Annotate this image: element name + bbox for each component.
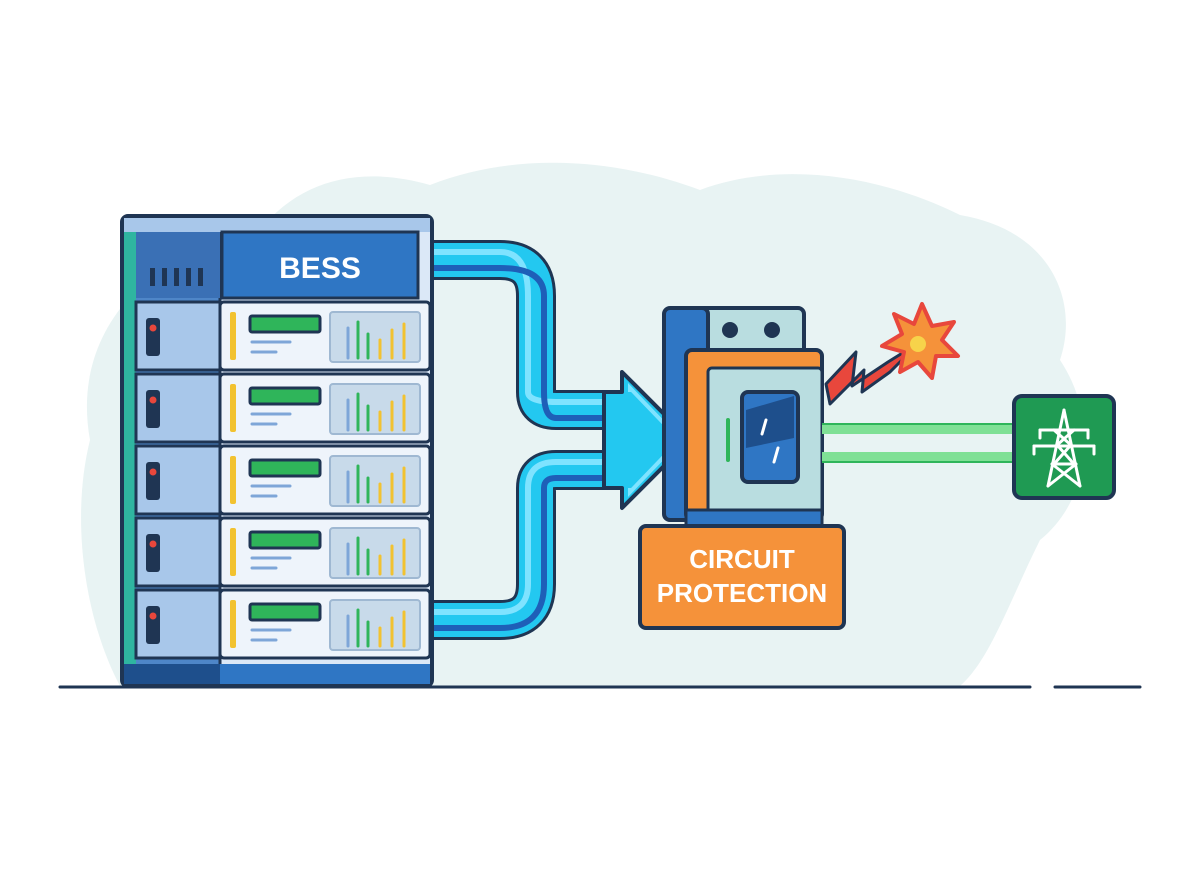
vent-slots bbox=[150, 268, 203, 286]
module-indicator bbox=[146, 390, 160, 428]
grid-connection-lines bbox=[822, 423, 1018, 463]
module-indicator bbox=[146, 534, 160, 572]
status-led bbox=[149, 612, 157, 620]
status-led bbox=[149, 468, 157, 476]
circuit-protection-line1: CIRCUIT bbox=[689, 544, 795, 574]
bess-rack: BESS bbox=[120, 214, 434, 688]
battery-module bbox=[134, 588, 432, 660]
energy-flow-pipes bbox=[430, 240, 692, 640]
battery-module bbox=[134, 300, 432, 372]
circuit-protection-label: CIRCUIT PROTECTION bbox=[638, 524, 846, 630]
module-indicator bbox=[146, 318, 160, 356]
module-indicator bbox=[146, 462, 160, 500]
transmission-tower-icon bbox=[1012, 394, 1116, 500]
bess-label: BESS bbox=[279, 252, 361, 285]
battery-module bbox=[134, 372, 432, 444]
battery-module bbox=[134, 444, 432, 516]
status-led bbox=[149, 540, 157, 548]
status-led bbox=[149, 324, 157, 332]
status-led bbox=[149, 396, 157, 404]
circuit-breaker bbox=[662, 306, 824, 528]
circuit-protection-line2: PROTECTION bbox=[657, 578, 827, 608]
battery-module bbox=[134, 516, 432, 588]
module-indicator bbox=[146, 606, 160, 644]
flow-arrow-head bbox=[602, 370, 692, 510]
